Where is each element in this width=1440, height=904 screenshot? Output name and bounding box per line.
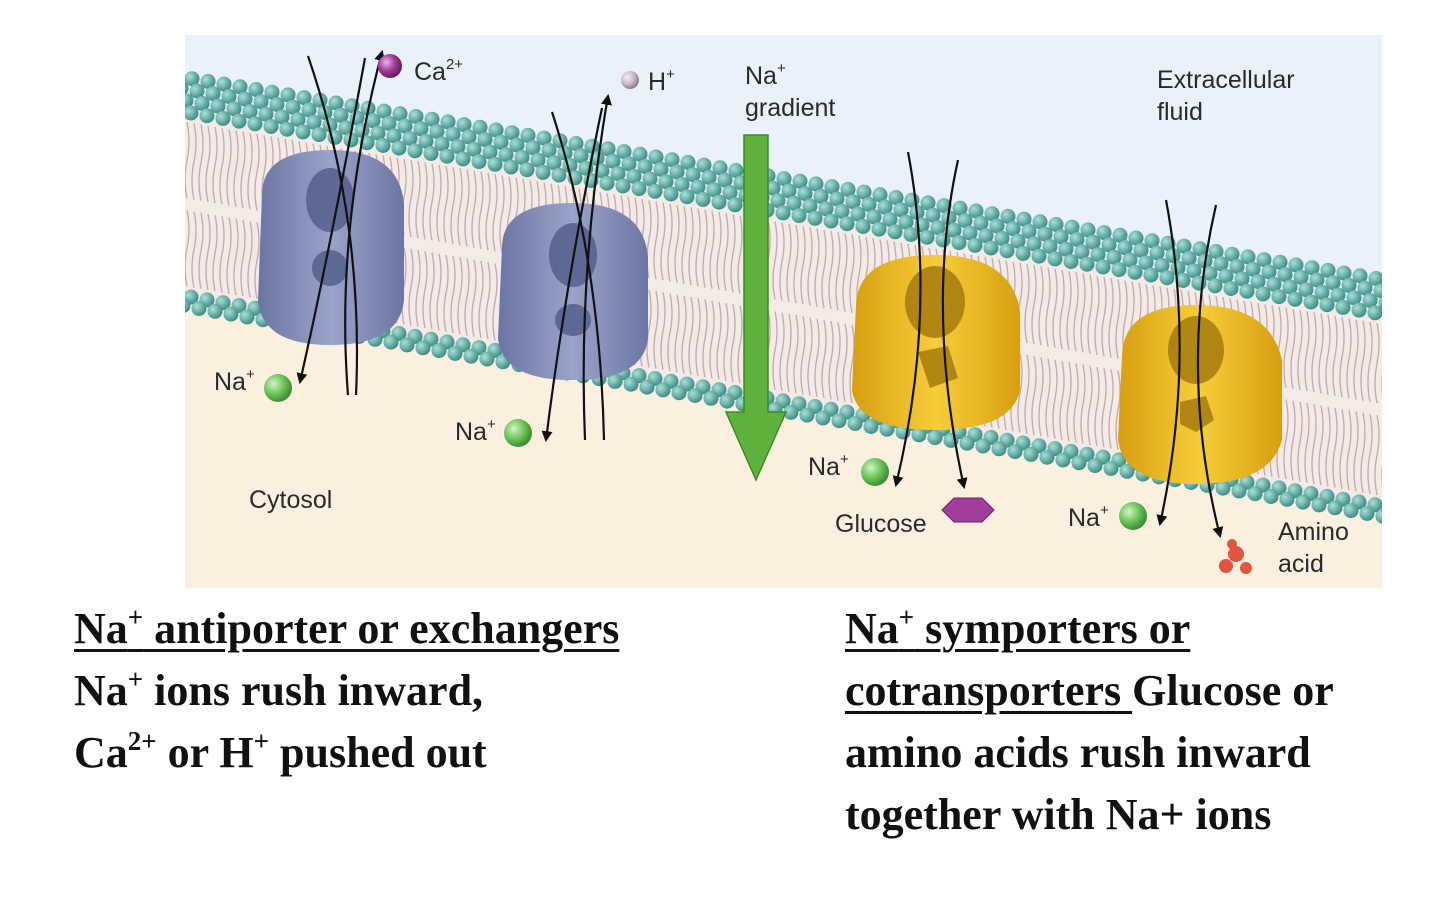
sodium-in-arrow-1 — [296, 57, 367, 385]
sodium-ion-2 — [504, 419, 532, 447]
proton-out-arrow — [582, 93, 612, 441]
sodium-ion-4 — [1119, 502, 1147, 530]
proton-ion — [621, 71, 639, 89]
calcium-ion — [378, 54, 402, 78]
antiporter-protein-2 — [498, 203, 648, 380]
na-gradient-label: Na+ — [745, 60, 786, 90]
amino-acid-in-arrow — [1196, 204, 1224, 539]
transport-arrows — [296, 49, 1224, 539]
symporter-caption: Na+ symporters or cotransporters Glucose… — [845, 598, 1334, 846]
antiporter-protein-1 — [258, 150, 404, 345]
symporter-caption-title: Na+ symporters or — [845, 602, 1191, 654]
sodium-label-1: Na+ — [214, 366, 255, 396]
sodium-label-3: Na+ — [808, 451, 849, 481]
symporter-caption-line-2: cotransporters Glucose or — [845, 666, 1334, 715]
sodium-label-4: Na+ — [1068, 502, 1109, 532]
proton-label: H+ — [648, 66, 675, 96]
symporter-protein-2 — [1118, 305, 1282, 484]
antiporter-caption-line-3: Ca2+ or H+ pushed out — [74, 726, 487, 778]
calcium-label: Ca2+ — [414, 56, 463, 86]
glucose-in-arrow — [941, 159, 968, 490]
amino-acid-molecule — [1219, 539, 1252, 574]
sodium-label-2: Na+ — [455, 416, 496, 446]
sodium-in-arrow-3 — [892, 151, 922, 488]
sodium-in-arrow-2 — [541, 107, 604, 443]
symporter-protein-1 — [852, 255, 1020, 430]
symporter-caption-line-3: amino acids rush inward — [845, 728, 1311, 777]
sodium-ion-3 — [861, 458, 889, 486]
antiporter-caption-line-2: Na+ ions rush inward, — [74, 664, 484, 716]
glucose-label: Glucose — [835, 510, 927, 538]
amino-acid-label: acid — [1278, 550, 1324, 578]
amino-label: Amino — [1278, 518, 1349, 546]
gradient-label: gradient — [745, 94, 835, 122]
cytosol-region — [185, 300, 1382, 588]
symporter-caption-line-4: together with Na+ ions — [845, 790, 1272, 839]
glucose-molecule — [941, 497, 995, 523]
antiporter-caption-title: Na+ antiporter or exchangers — [74, 602, 620, 654]
sodium-in-arrow-4 — [1156, 199, 1181, 527]
extracellular-fluid-label: fluid — [1157, 98, 1203, 126]
cytosol-label: Cytosol — [249, 486, 332, 514]
extracellular-label: Extracellular — [1157, 66, 1295, 94]
calcium-out-arrow — [344, 49, 386, 396]
antiporter-caption: Na+ antiporter or exchangers Na+ ions ru… — [74, 598, 619, 784]
sodium-ion-1 — [264, 374, 292, 402]
lipid-heads — [185, 71, 1382, 524]
na-gradient-arrow — [724, 134, 788, 482]
membrane-transport-diagram: Ca2+ H+ Na+ gradient Extracellular fluid… — [185, 35, 1382, 588]
